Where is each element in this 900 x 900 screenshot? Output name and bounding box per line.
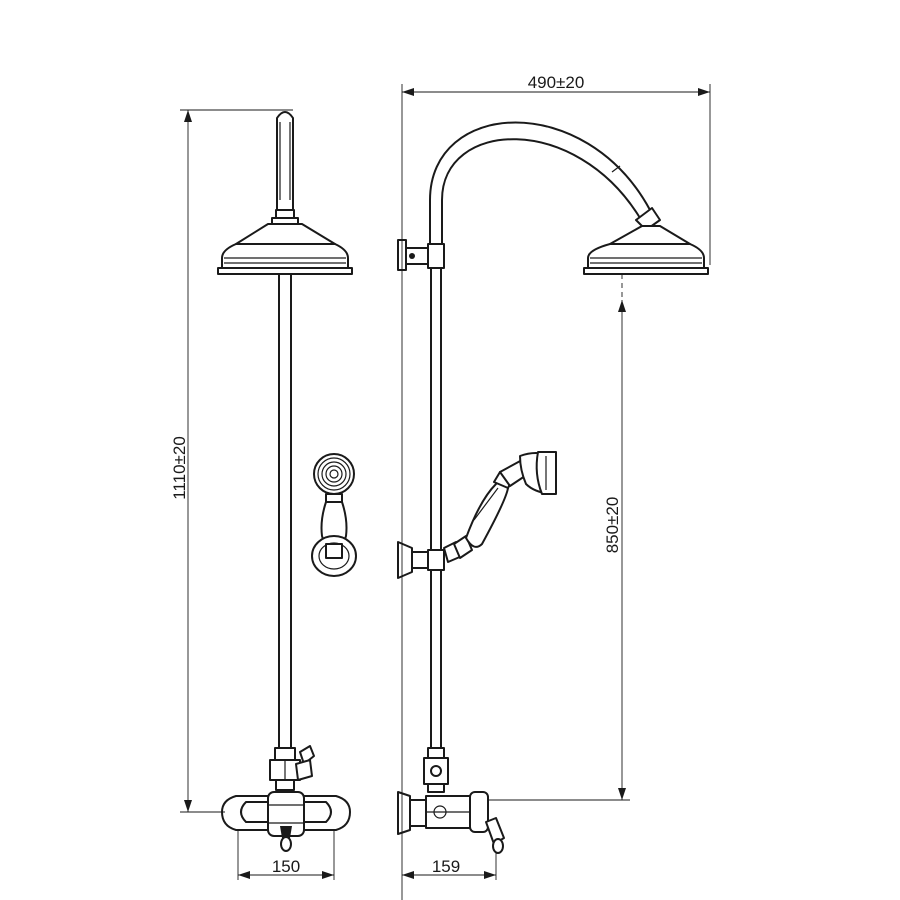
outlet-height-label: 850±20 bbox=[603, 497, 622, 554]
side-diverter bbox=[423, 747, 449, 793]
total-height-dimension bbox=[180, 109, 293, 813]
side-riser-pipe bbox=[430, 267, 442, 749]
side-top-wall-bracket bbox=[397, 239, 445, 271]
outlet-height-dimension bbox=[488, 274, 630, 801]
front-diverter bbox=[269, 745, 315, 791]
side-slide-bracket bbox=[397, 541, 445, 579]
side-shower-head bbox=[583, 225, 709, 275]
dimension-labels: 1110±20 490±20 850±20 150 159 bbox=[170, 73, 622, 876]
arm-reach-label: 490±20 bbox=[528, 73, 585, 92]
front-shower-head bbox=[217, 223, 353, 275]
side-depth-label: 159 bbox=[432, 857, 460, 876]
dimension-lines bbox=[180, 84, 711, 900]
total-height-label: 1110±20 bbox=[170, 436, 189, 500]
front-top-pipe bbox=[276, 111, 294, 213]
side-hand-shower bbox=[443, 451, 557, 563]
front-mixer bbox=[221, 791, 351, 852]
side-depth-dimension bbox=[402, 852, 497, 880]
side-view bbox=[397, 121, 709, 854]
front-riser-pipe bbox=[278, 273, 292, 749]
arm-reach-dimension bbox=[401, 84, 711, 900]
side-curved-arm bbox=[429, 121, 651, 245]
front-head-connector bbox=[271, 209, 299, 225]
front-hand-shower bbox=[311, 453, 357, 577]
front-view bbox=[217, 111, 357, 852]
side-mixer bbox=[397, 791, 505, 854]
front-width-dimension bbox=[237, 830, 335, 880]
front-width-label: 150 bbox=[272, 857, 300, 876]
